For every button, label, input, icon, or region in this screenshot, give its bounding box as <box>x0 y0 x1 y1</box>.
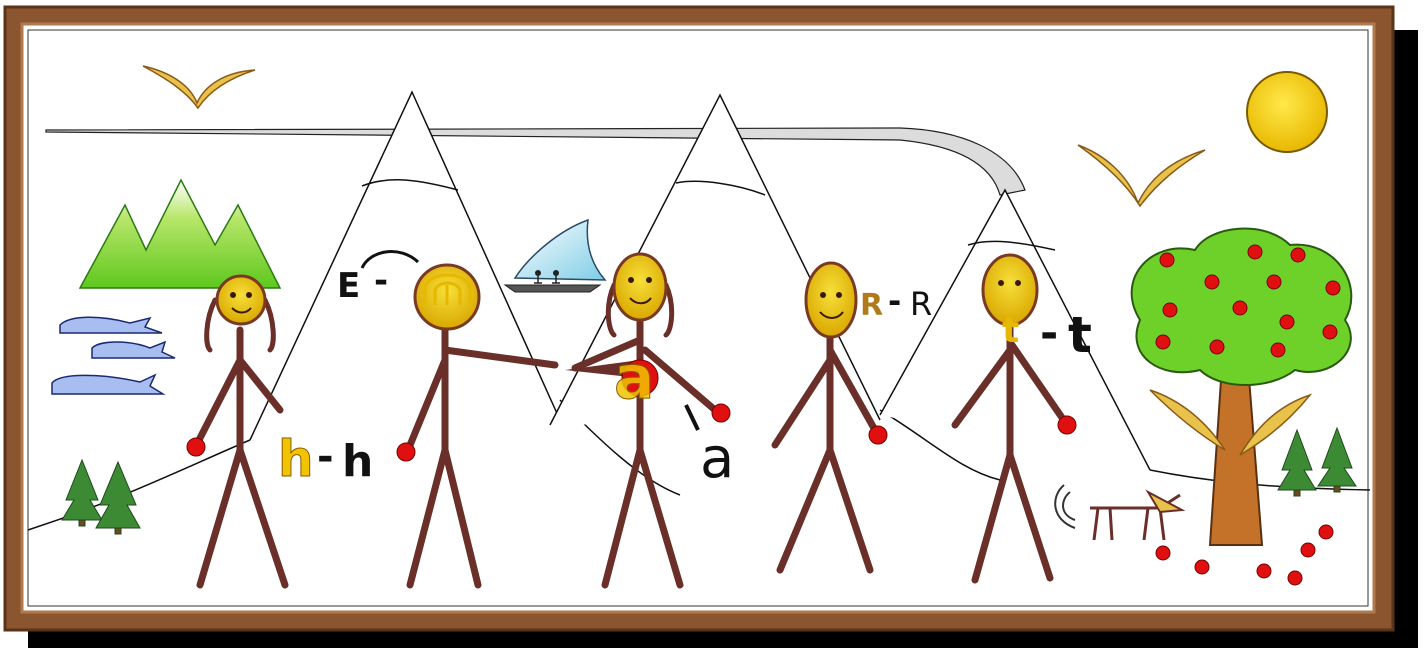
dash-t: - <box>1040 308 1058 359</box>
pine-tree-icon <box>61 458 141 535</box>
grave-mark <box>684 404 700 431</box>
bird-icon <box>1077 144 1206 208</box>
dash-e: - <box>374 261 388 301</box>
letter-e: E <box>337 266 360 306</box>
stick-figure-icon <box>404 326 559 589</box>
ground-line <box>27 399 1371 531</box>
pine-tree-icon <box>1277 426 1357 497</box>
hand-icon <box>186 437 206 457</box>
letter-h-gold: h <box>278 430 314 488</box>
dash-h: - <box>317 434 334 480</box>
stick-figure-icon <box>194 297 289 589</box>
hand-icon <box>868 425 888 445</box>
hand-icon <box>396 442 416 462</box>
dog-icon <box>1054 484 1186 541</box>
letter-r-gold: R <box>860 288 883 323</box>
face-icon <box>215 274 267 326</box>
dash-r: - <box>888 282 901 320</box>
letter-a-gold: a <box>614 343 655 413</box>
green-mountains-icon <box>78 178 282 289</box>
whale-icon <box>51 316 176 395</box>
boat-icon <box>503 218 607 293</box>
hand-icon <box>711 403 731 423</box>
hand-icon <box>621 359 659 397</box>
apple-tree-icon <box>1130 227 1353 546</box>
letter-h: h <box>342 436 373 487</box>
face-icon <box>804 261 858 339</box>
breve-mark <box>360 250 420 269</box>
bird-icon <box>142 65 256 110</box>
stick-figure-icon <box>771 331 879 574</box>
face-icon <box>612 252 668 322</box>
apple-icon <box>1155 524 1334 586</box>
letter-t-gold: t <box>1002 310 1019 351</box>
face-icon <box>981 253 1039 327</box>
stick-figure-icon <box>951 321 1069 584</box>
letter-t: t <box>1068 306 1092 364</box>
letter-a: a <box>700 426 734 491</box>
sun-icon <box>1246 71 1328 153</box>
hand-icon <box>1057 415 1077 435</box>
river <box>45 127 1026 196</box>
letter-r: R <box>910 285 932 323</box>
